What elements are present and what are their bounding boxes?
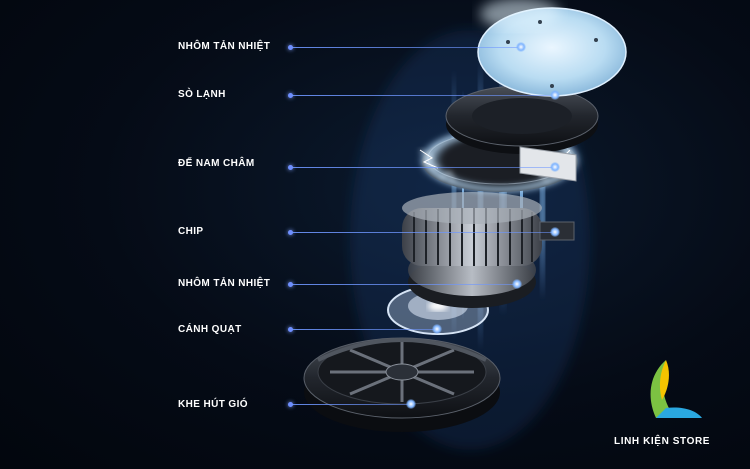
leader-endpoint-7 — [406, 399, 416, 409]
brand-logo-icon — [650, 360, 702, 418]
label-air-intake: KHE HÚT GIÓ — [178, 399, 248, 410]
label-fan-blade: CÁNH QUẠT — [178, 324, 242, 335]
leader-dot-7 — [288, 402, 293, 407]
air-intake-housing — [303, 337, 501, 432]
leader-line-3 — [292, 167, 554, 168]
leader-dot-1 — [288, 45, 293, 50]
leader-endpoint-1 — [516, 42, 526, 52]
leader-line-4 — [292, 232, 554, 233]
label-heatsink-top: NHÔM TẢN NHIỆT — [178, 41, 271, 52]
leader-endpoint-4 — [550, 227, 560, 237]
label-cold-plate: SÒ LẠNH — [178, 89, 226, 100]
leader-endpoint-6 — [432, 324, 442, 334]
label-chip: CHIP — [178, 226, 204, 237]
leader-endpoint-5 — [512, 279, 522, 289]
leader-dot-4 — [288, 230, 293, 235]
leader-dot-3 — [288, 165, 293, 170]
heatsink-top-disk — [477, 0, 627, 97]
label-heatsink-bottom: NHÔM TẢN NHIỆT — [178, 278, 271, 289]
leader-line-5 — [292, 284, 516, 285]
leader-line-1 — [292, 47, 520, 48]
leader-line-2 — [292, 95, 554, 96]
leader-endpoint-3 — [550, 162, 560, 172]
label-magnet-base: ĐẾ NAM CHÂM — [178, 158, 255, 169]
leader-dot-2 — [288, 93, 293, 98]
brand-store-name: LINH KIỆN STORE — [614, 436, 711, 447]
leader-line-7 — [292, 404, 410, 405]
leader-line-6 — [292, 329, 436, 330]
leader-endpoint-2 — [550, 90, 560, 100]
leader-dot-6 — [288, 327, 293, 332]
leader-dot-5 — [288, 282, 293, 287]
chip-heatsink — [402, 192, 575, 266]
